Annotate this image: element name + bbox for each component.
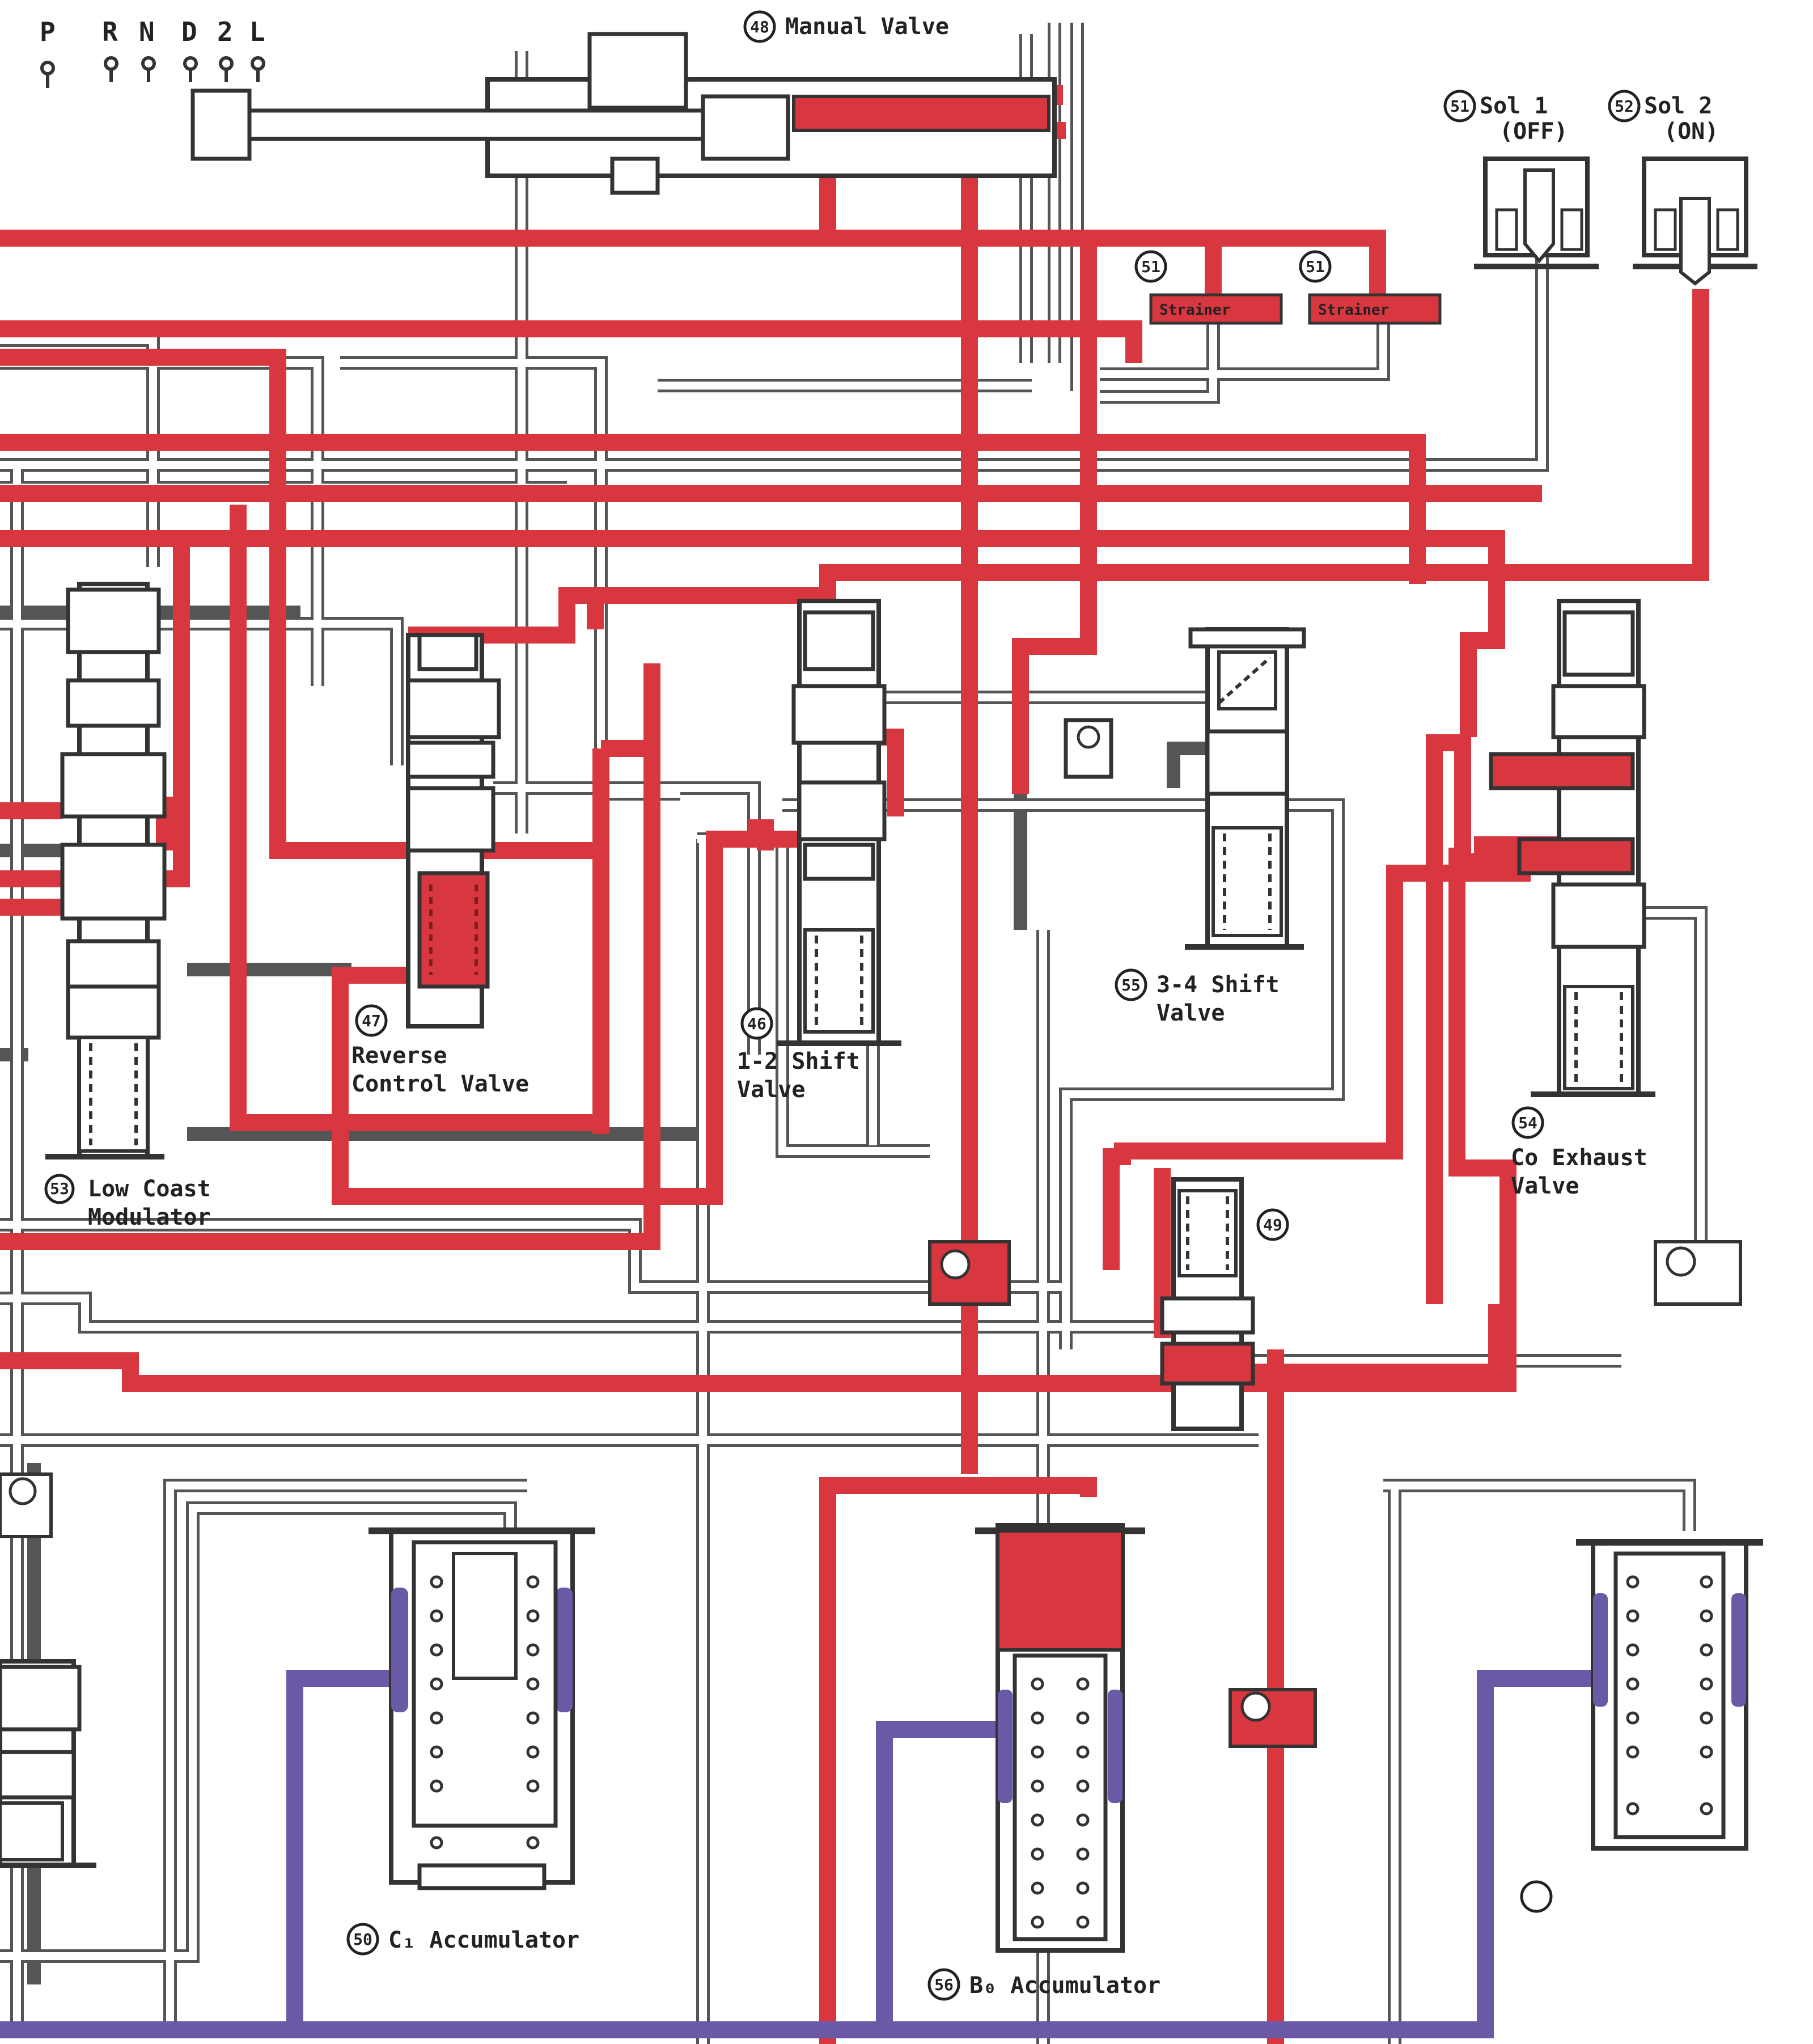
svg-text:47: 47 bbox=[362, 1012, 381, 1030]
reverse-control-valve: 47 Reverse Control Valve bbox=[351, 633, 529, 1097]
solenoid-1: 51 Sol 1 (OFF) bbox=[1443, 90, 1599, 269]
svg-text:Valve: Valve bbox=[737, 1077, 805, 1103]
shift-valve-1-2: 46 1-2 Shift Valve bbox=[737, 599, 901, 1103]
svg-text:Strainer: Strainer bbox=[1159, 302, 1230, 319]
svg-text:Strainer: Strainer bbox=[1318, 302, 1389, 319]
range-r: R bbox=[102, 16, 118, 47]
svg-text:50: 50 bbox=[353, 1930, 372, 1949]
svg-text:Co Exhaust: Co Exhaust bbox=[1511, 1145, 1647, 1171]
shift-valve-2-3: 53 Low Coast Modulator bbox=[44, 582, 211, 1230]
range-detent-marks bbox=[40, 56, 265, 88]
strainer-b: Strainer 51 bbox=[1299, 250, 1442, 325]
svg-text:C₁ Accumulator: C₁ Accumulator bbox=[388, 1927, 579, 1953]
svg-text:56: 56 bbox=[934, 1975, 954, 1994]
strainer-a: Strainer 51 bbox=[1134, 250, 1283, 325]
solenoid-2: 52 Sol 2 (ON) bbox=[1608, 90, 1757, 286]
svg-text:Modulator: Modulator bbox=[88, 1204, 211, 1230]
low-coast-modulator-valve: 55 3-4 Shift Valve bbox=[1064, 627, 1306, 1026]
svg-text:Manual Valve: Manual Valve bbox=[785, 14, 949, 40]
svg-text:B₀ Accumulator: B₀ Accumulator bbox=[969, 1973, 1160, 1999]
svg-text:51: 51 bbox=[1141, 257, 1160, 276]
co-exhaust-valve: 49 bbox=[1160, 1177, 1289, 1431]
svg-text:3-4 Shift: 3-4 Shift bbox=[1157, 972, 1280, 998]
cut-off-control-valve bbox=[0, 1659, 96, 1868]
svg-text:1-2 Shift: 1-2 Shift bbox=[737, 1048, 860, 1074]
range-2: 2 bbox=[217, 16, 233, 47]
manual-valve-label: 48 Manual Valve bbox=[743, 10, 949, 43]
svg-text:Valve: Valve bbox=[1157, 1000, 1225, 1026]
svg-text:51: 51 bbox=[1450, 97, 1469, 116]
c1-spring-coils bbox=[1031, 1677, 1090, 1929]
b0-spring-coils bbox=[1626, 1575, 1713, 1816]
b1-accumulator: 50 C₁ Accumulator bbox=[346, 1527, 595, 1956]
range-indicator: P R N D 2 L bbox=[40, 16, 265, 88]
svg-text:Control Valve: Control Valve bbox=[351, 1071, 529, 1097]
range-p: P bbox=[40, 16, 56, 47]
svg-text:53: 53 bbox=[50, 1179, 69, 1198]
manual-valve: 48 Manual Valve bbox=[190, 10, 1057, 195]
svg-text:Reverse: Reverse bbox=[351, 1043, 447, 1069]
svg-text:55: 55 bbox=[1121, 976, 1141, 995]
c1-accumulator: 56 B₀ Accumulator bbox=[927, 1523, 1160, 2001]
b0-accumulator bbox=[1520, 1539, 1763, 1913]
shift-valve-3-4: 54 Co Exhaust Valve bbox=[1489, 599, 1655, 1199]
svg-text:(ON): (ON) bbox=[1664, 119, 1718, 145]
range-d: D bbox=[181, 16, 197, 47]
svg-text:52: 52 bbox=[1615, 97, 1634, 116]
check-balls bbox=[0, 1240, 1742, 1748]
svg-text:(OFF): (OFF) bbox=[1499, 119, 1568, 145]
svg-text:Sol 1: Sol 1 bbox=[1480, 93, 1548, 119]
svg-text:Sol 2: Sol 2 bbox=[1644, 93, 1712, 119]
purple-exhaust-passages bbox=[0, 1670, 1599, 2038]
range-n: N bbox=[139, 16, 155, 47]
svg-text:Valve: Valve bbox=[1511, 1173, 1579, 1199]
svg-text:48: 48 bbox=[750, 18, 769, 36]
svg-text:51: 51 bbox=[1306, 257, 1325, 276]
svg-text:46: 46 bbox=[747, 1014, 766, 1033]
b1-spring-coils bbox=[430, 1575, 540, 1850]
svg-text:54: 54 bbox=[1518, 1114, 1537, 1132]
range-l: L bbox=[249, 16, 265, 47]
svg-text:Low Coast: Low Coast bbox=[88, 1176, 211, 1202]
svg-text:49: 49 bbox=[1263, 1216, 1282, 1234]
